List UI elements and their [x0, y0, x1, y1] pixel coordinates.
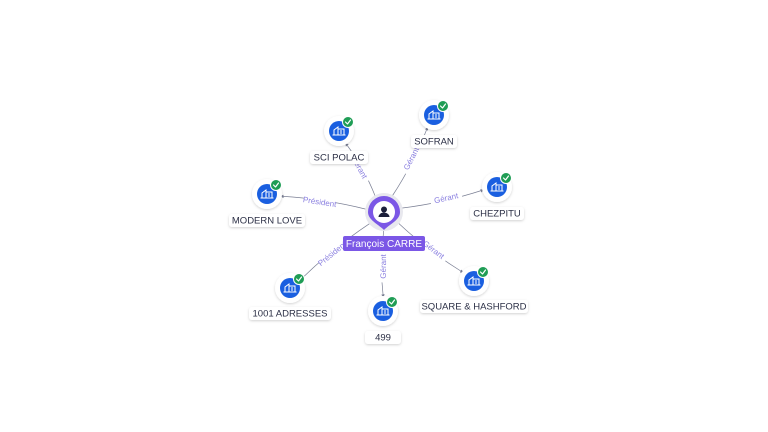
edge-label-bg: [399, 141, 422, 175]
company-label-pill: [420, 300, 528, 313]
building-icon: [260, 189, 274, 199]
center-person-node[interactable]: François CARRE: [343, 193, 425, 251]
company-name: CHEZPITU: [473, 209, 521, 220]
company-label-pill: [249, 307, 331, 320]
verified-check-icon: [293, 273, 305, 285]
company-node[interactable]: 1001 ADRESSES: [249, 273, 331, 320]
company-label-pill: [229, 214, 305, 227]
building-icon: [332, 126, 346, 136]
building-icon: [490, 182, 504, 192]
company-label-pill: [365, 331, 401, 344]
company-name: SQUARE & HASHFORD: [421, 302, 526, 313]
building-icon: [283, 283, 297, 293]
company-node[interactable]: MODERN LOVE: [229, 179, 305, 227]
company-node[interactable]: CHEZPITU: [470, 172, 524, 220]
edge-label-bg: [316, 239, 347, 267]
company-label-pill: [411, 135, 457, 148]
building-icon: [427, 110, 441, 120]
edge-label-bg: [377, 250, 388, 283]
verified-check-icon: [437, 100, 449, 112]
company-label-pill: [310, 151, 368, 164]
building-icon: [376, 306, 390, 316]
edge-relation-label: Gérant: [402, 145, 422, 172]
edge-relation-label: Président: [302, 195, 338, 209]
company-name: SOFRAN: [414, 137, 454, 148]
verified-check-icon: [342, 116, 354, 128]
person-icon: [378, 206, 390, 217]
building-icon: [467, 276, 481, 286]
center-label-badge: [343, 236, 425, 251]
company-name: SCI POLAC: [314, 153, 365, 164]
company-name: 499: [375, 333, 391, 344]
company-node[interactable]: 499: [365, 296, 401, 344]
company-node[interactable]: SOFRAN: [411, 100, 457, 148]
edge-label-bg: [303, 194, 337, 208]
edge-relation-label: Gérant: [433, 191, 460, 205]
verified-check-icon: [386, 296, 398, 308]
company-name: MODERN LOVE: [232, 216, 302, 227]
edge-label-bg: [418, 235, 450, 263]
edge-relation-label: Gérant: [379, 253, 388, 278]
company-node[interactable]: SQUARE & HASHFORD: [420, 266, 528, 313]
verified-check-icon: [477, 266, 489, 278]
center-person-name: François CARRE: [346, 239, 422, 250]
company-name: 1001 ADRESSES: [253, 309, 328, 320]
edge-label-bg: [429, 189, 463, 206]
company-label-pill: [470, 207, 524, 220]
company-node[interactable]: SCI POLAC: [310, 116, 368, 164]
verified-check-icon: [500, 172, 512, 184]
verified-check-icon: [270, 179, 282, 191]
